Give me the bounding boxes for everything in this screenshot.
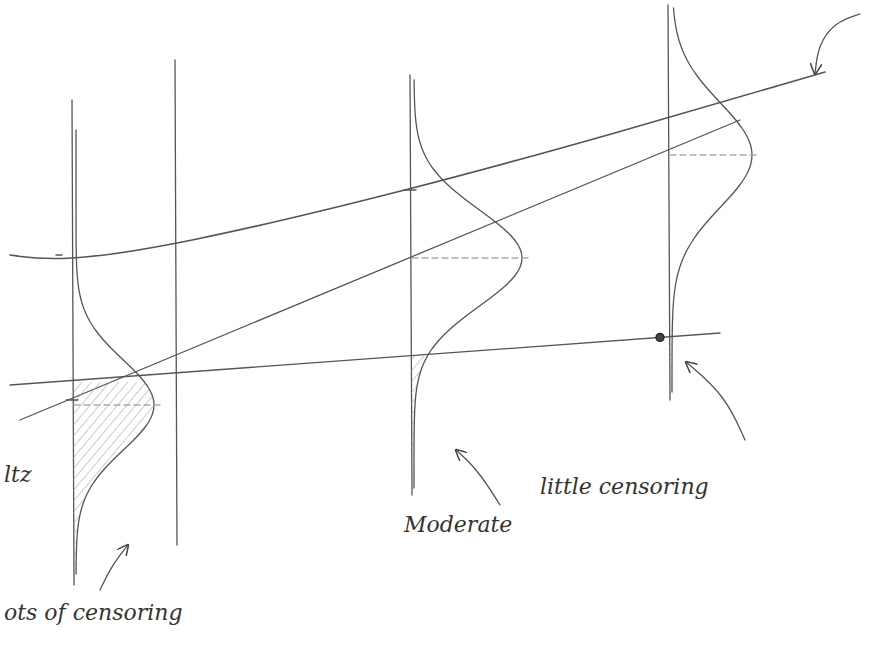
density-curve <box>414 80 522 488</box>
annotation-label: ots of censoring <box>4 600 183 626</box>
density-curve <box>672 8 752 392</box>
censored-region <box>73 382 154 574</box>
annotation-label: Moderate <box>404 512 512 538</box>
annotation-label: ltz <box>4 462 31 488</box>
curved-line <box>10 72 825 259</box>
tick-mark <box>56 254 62 255</box>
leader-arrow <box>100 545 128 590</box>
mean-dash <box>74 404 160 405</box>
leader-arrow <box>686 362 745 440</box>
tick-mark <box>404 189 416 190</box>
regression-line <box>20 120 740 420</box>
annotation-label: little censoring <box>540 474 709 500</box>
threshold-dot <box>656 333 664 341</box>
tick-mark <box>66 399 78 400</box>
threshold-line <box>10 333 720 385</box>
pointer-arrow <box>815 14 860 74</box>
leader-arrow <box>456 450 500 505</box>
mean-dash <box>412 257 528 258</box>
density-curve <box>76 130 154 574</box>
axis-line <box>175 60 177 545</box>
mean-dash <box>670 154 758 155</box>
